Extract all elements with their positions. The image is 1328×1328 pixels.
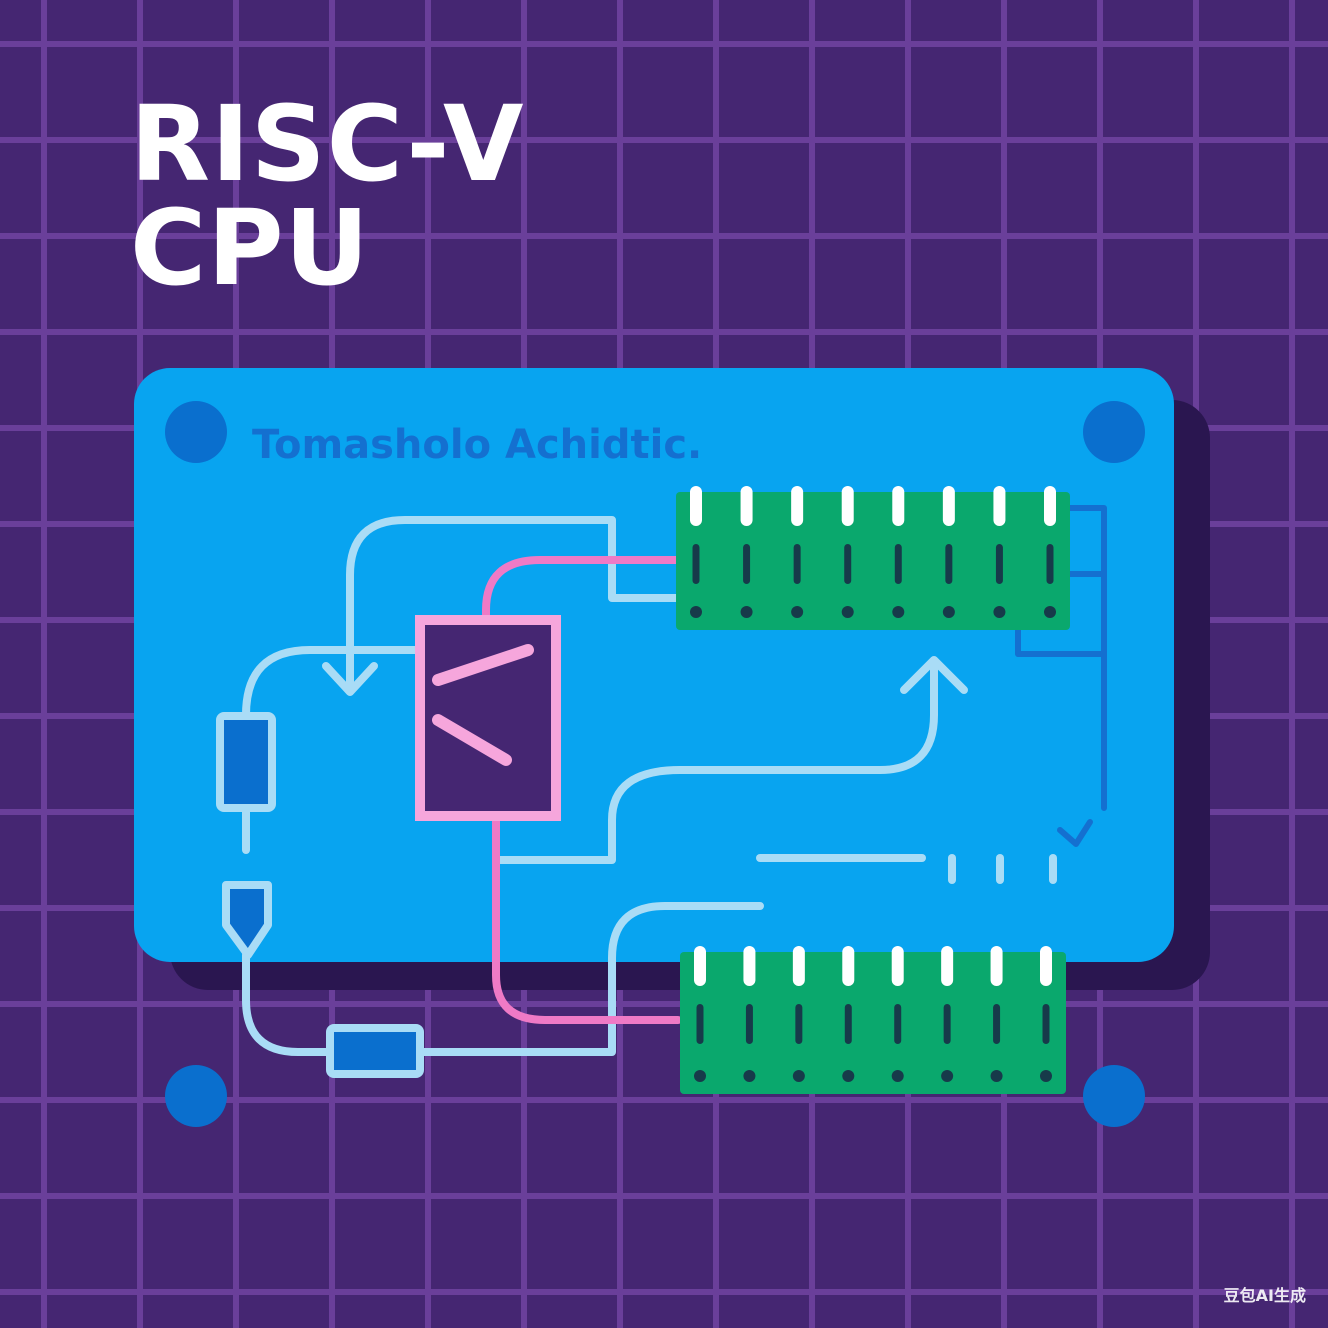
chip-lead bbox=[995, 544, 1003, 584]
memory-chip-bottom bbox=[680, 946, 1066, 1094]
chip-pin bbox=[690, 486, 702, 526]
chip-lead bbox=[894, 1004, 902, 1044]
light-traces bbox=[216, 516, 1057, 1078]
chip-lead bbox=[943, 1004, 951, 1044]
chip-pin bbox=[743, 946, 756, 986]
chip-lead bbox=[1042, 1004, 1050, 1044]
chip-dot bbox=[740, 606, 753, 618]
board-label: Tomasholo Achidtic. bbox=[252, 422, 702, 468]
chip-lead bbox=[743, 544, 751, 584]
chip-lead bbox=[894, 544, 902, 584]
watermark: 豆包AI生成 bbox=[1223, 1286, 1306, 1305]
chip-dot bbox=[743, 1070, 756, 1082]
chip-lead bbox=[844, 544, 852, 584]
chip-lead bbox=[795, 1004, 803, 1044]
mount-hole-bottom-left bbox=[165, 1065, 227, 1127]
chip-pin bbox=[990, 946, 1003, 986]
chip-pin bbox=[942, 486, 955, 526]
chip-dot bbox=[792, 1070, 805, 1082]
chip-pin bbox=[791, 486, 804, 526]
page-title: RISC-V CPU bbox=[130, 92, 524, 300]
chip-dot bbox=[694, 1070, 706, 1082]
mount-hole-top-left bbox=[165, 401, 227, 463]
chip-dot bbox=[942, 606, 955, 618]
chip-lead bbox=[793, 544, 801, 584]
title-line-1: RISC-V bbox=[130, 83, 525, 205]
chip-pin bbox=[841, 486, 854, 526]
chip-lead bbox=[696, 1004, 704, 1044]
chip-lead bbox=[745, 1004, 753, 1044]
chip-pin bbox=[842, 946, 855, 986]
chip-lead bbox=[993, 1004, 1001, 1044]
chip-pin bbox=[694, 946, 706, 986]
chip-dot bbox=[690, 606, 702, 618]
mount-hole-top-right bbox=[1083, 401, 1145, 463]
chip-pin bbox=[892, 486, 905, 526]
chip-dot bbox=[1040, 1070, 1052, 1082]
chip-dot bbox=[990, 1070, 1003, 1082]
chip-pin bbox=[792, 946, 805, 986]
chip-pin bbox=[941, 946, 954, 986]
chip-pin bbox=[740, 486, 753, 526]
chip-lead bbox=[1046, 544, 1054, 584]
chip-lead bbox=[844, 1004, 852, 1044]
pink-traces bbox=[482, 556, 682, 1024]
chip-dot bbox=[941, 1070, 954, 1082]
central-chip bbox=[415, 615, 561, 821]
chip-dot bbox=[891, 1070, 904, 1082]
title-line-2: CPU bbox=[130, 187, 370, 309]
chip-pin bbox=[1040, 946, 1052, 986]
memory-chip-top bbox=[676, 486, 1070, 630]
chip-pin bbox=[993, 486, 1006, 526]
chip-dot bbox=[841, 606, 854, 618]
chip-lead bbox=[945, 544, 953, 584]
chip-dot bbox=[1044, 606, 1056, 618]
chip-pin bbox=[891, 946, 904, 986]
chip-lead bbox=[692, 544, 700, 584]
chip-pin bbox=[1044, 486, 1056, 526]
memory-chips bbox=[676, 486, 1070, 1094]
chip-dot bbox=[892, 606, 905, 618]
mount-hole-bottom-right bbox=[1083, 1065, 1145, 1127]
chip-dot bbox=[842, 1070, 855, 1082]
chip-dot bbox=[993, 606, 1006, 618]
chip-dot bbox=[791, 606, 804, 618]
